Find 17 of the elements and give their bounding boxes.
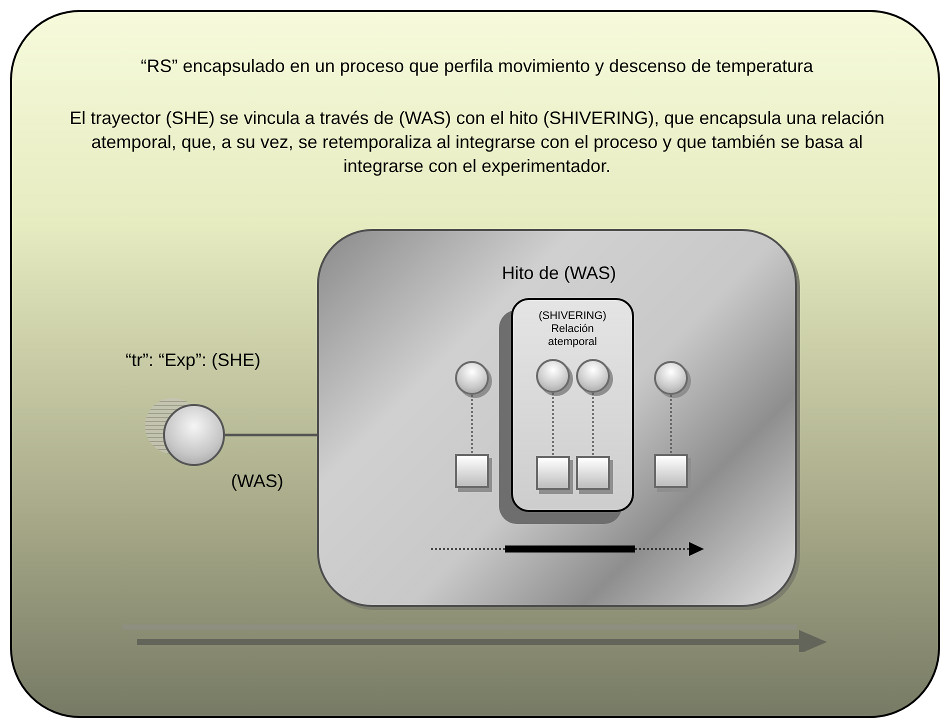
dotted-line bbox=[552, 393, 554, 456]
circle-node bbox=[455, 361, 489, 395]
landmark-title: Hito de (WAS) bbox=[500, 263, 618, 284]
circle-node bbox=[576, 359, 610, 393]
connector-line bbox=[225, 434, 317, 436]
dotted-line bbox=[471, 395, 473, 454]
outer-panel bbox=[10, 10, 940, 718]
edge-label: (WAS) bbox=[231, 471, 284, 492]
landmark-box bbox=[317, 229, 797, 607]
circle-node bbox=[536, 359, 570, 393]
description-text: El trayector (SHE) se vincula a través de (WAS) con el hito (SHIVERING), que encapsula una relación atemporal, que, a su vez, se retemporaliza al integrarse con el proceso y que también se basa al integrarse con el experimentador. bbox=[68, 107, 886, 178]
relation-label: (SHIVERING) Relación atemporal bbox=[538, 310, 608, 349]
heading: “RS” encapsulado en un proceso que perfila movimiento y descenso de temperatura bbox=[140, 56, 814, 77]
dotted-line bbox=[670, 395, 672, 454]
dotted-line bbox=[592, 393, 594, 456]
circle-node bbox=[654, 361, 688, 395]
trajector-label: “tr”: “Exp”: (SHE) bbox=[124, 350, 262, 371]
